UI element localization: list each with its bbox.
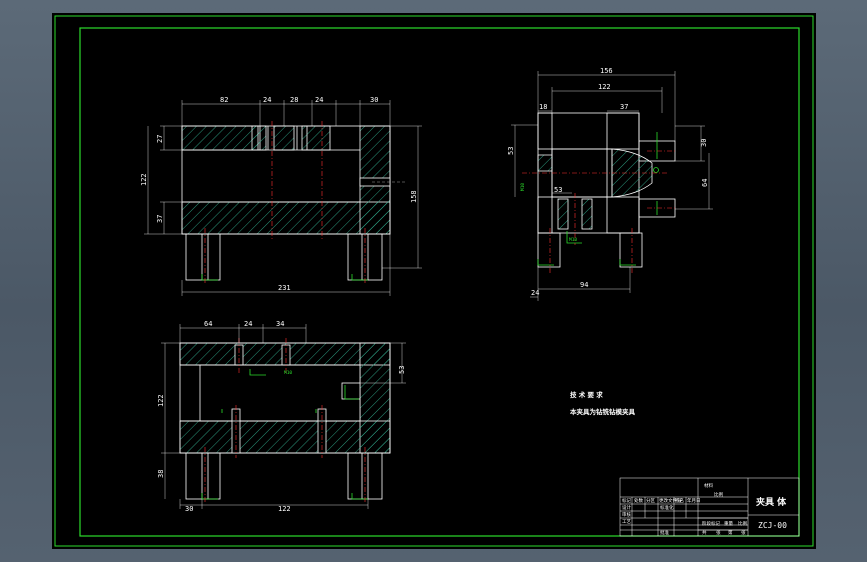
dim-53s: 53 [507, 147, 515, 155]
dim-64: 64 [701, 179, 709, 187]
tb-part-name: 夹具 体 [756, 496, 787, 508]
dim-30s: 30 [700, 139, 708, 147]
thread-m10-b: M10 [569, 237, 577, 243]
tb-change-doc: 更改文件号 [659, 497, 682, 504]
dim-64t: 64 [204, 320, 212, 328]
tb-process: 工艺 [622, 519, 631, 525]
tech-heading: 技 术 要 求 [570, 390, 603, 399]
dim-122b: 122 [278, 505, 291, 513]
top-view [161, 324, 406, 509]
drawing-sheet: 82 24 28 24 30 27 122 158 37 231 [52, 13, 816, 549]
dim-122s: 122 [598, 83, 611, 91]
tech-line-1: 本夹具为钻铣钻模夹具 [570, 407, 636, 416]
dim-122: 122 [140, 173, 148, 186]
technical-requirements: 技 术 要 求 本夹具为钻铣钻模夹具 [570, 390, 636, 416]
dim-18: 18 [539, 103, 547, 111]
tb-no: 第 [728, 529, 733, 536]
dim-24: 24 [263, 96, 271, 104]
tb-count: 处数 [634, 497, 643, 504]
tb-sheet: 张 [741, 529, 746, 536]
tb-review: 审核 [622, 511, 631, 518]
tb-sign: 签名 [675, 497, 684, 504]
dim-37: 37 [156, 215, 164, 223]
dim-28: 28 [290, 96, 298, 104]
dim-34t: 34 [276, 320, 284, 328]
tb-total: 共 [702, 529, 707, 536]
dim-158: 158 [410, 190, 418, 203]
thread-m10-a: M10 [520, 183, 526, 191]
tb-weight: 重量 [724, 520, 733, 527]
title-block-text: 材料 比例 标记 处数 分区 更改文件号 签名 年月日 设计 标准化 审核 工艺… [622, 482, 787, 536]
tb-standard: 标准化 [660, 504, 674, 511]
tb-sheets: 张 [716, 529, 721, 536]
tb-scale-top: 比例 [714, 491, 723, 498]
tb-zone: 分区 [646, 497, 655, 504]
thread-m10-c: M10 [284, 370, 292, 376]
front-view-dims: 82 24 28 24 30 27 122 158 37 231 [140, 96, 418, 292]
dim-53t: 53 [398, 366, 406, 374]
title-block [619, 477, 800, 537]
dim-37s: 37 [620, 103, 628, 111]
dim-30t: 30 [185, 505, 193, 513]
outer-frame [54, 15, 814, 547]
top-view-dims: 64 24 34 M10 53 122 38 30 122 [157, 320, 406, 513]
cad-drawing: 82 24 28 24 30 27 122 158 37 231 [54, 15, 814, 547]
side-view-dims: 156 122 18 37 30 53 64 M10 53 M10 24 94 [507, 67, 709, 297]
tb-stage: 阶段标记 [702, 520, 720, 527]
dim-24t: 24 [244, 320, 252, 328]
dim-53b: 53 [554, 186, 562, 194]
dim-82: 82 [220, 96, 228, 104]
tb-scale: 比例 [738, 520, 747, 527]
dim-27: 27 [156, 135, 164, 143]
tb-approve: 批准 [660, 529, 669, 536]
tb-mark: 标记 [622, 497, 631, 504]
tb-material: 材料 [704, 482, 713, 489]
dim-156: 156 [600, 67, 613, 75]
front-view [144, 100, 422, 296]
dim-122t: 122 [157, 394, 165, 407]
dim-94: 94 [580, 281, 588, 289]
dim-24s: 24 [531, 289, 539, 297]
tb-date: 年月日 [687, 497, 701, 504]
dim-231: 231 [278, 284, 291, 292]
tb-drawing-number: ZCJ-00 [758, 521, 787, 530]
dim-38t: 38 [157, 470, 165, 478]
tb-design: 设计 [622, 504, 631, 511]
dim-24b: 24 [315, 96, 323, 104]
inner-frame [79, 27, 800, 537]
dim-30: 30 [370, 96, 378, 104]
side-view [511, 71, 713, 301]
